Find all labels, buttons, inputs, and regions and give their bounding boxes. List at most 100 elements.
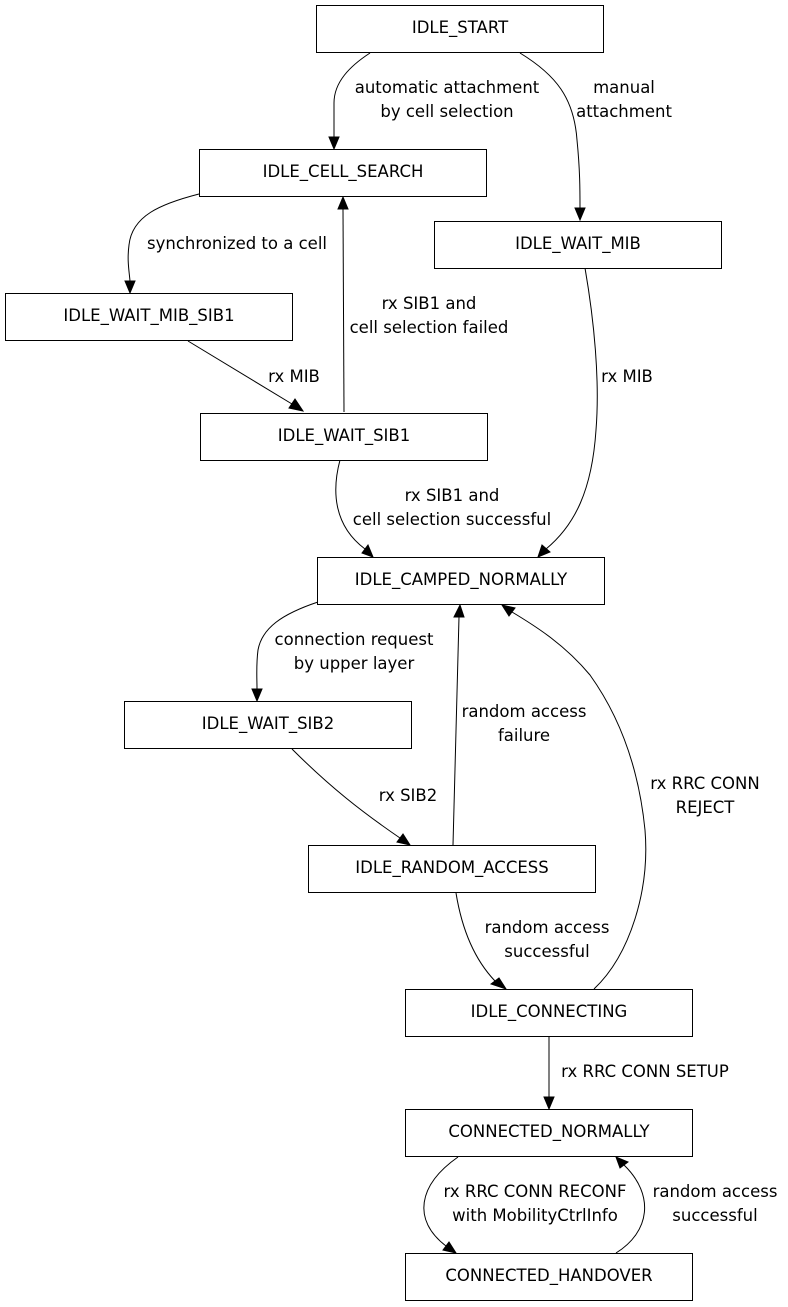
edge-label-line: attachment: [576, 102, 672, 121]
arrowhead: [442, 1241, 458, 1254]
edge-label-connected-to-handover: rx RRC CONN RECONF with MobilityCtrlInfo: [444, 1182, 627, 1225]
edge-line: [291, 748, 401, 839]
state-label: CONNECTED_HANDOVER: [445, 1266, 652, 1286]
edge-connecting-to-camped: [500, 604, 647, 990]
edge-label-line: automatic attachment: [355, 78, 540, 97]
state-label: IDLE_WAIT_SIB1: [278, 426, 411, 446]
state-box: [405, 1253, 693, 1301]
arrowhead: [615, 1156, 629, 1169]
state-connected-normally: CONNECTED_NORMALLY: [405, 1109, 693, 1157]
edge-label-line: REJECT: [676, 798, 736, 817]
state-box: [405, 989, 693, 1037]
state-idle-cell-search: IDLE_CELL_SEARCH: [199, 149, 487, 197]
edge-wait-sib2-to-random-access: [291, 748, 412, 846]
state-box: [308, 845, 596, 893]
edge-label-wait-sib2-to-random-access: rx SIB2: [379, 786, 438, 805]
edge-cell-search-to-wait-mib-sib1: [124, 193, 200, 295]
edge-label-wait-sib1-to-cell-search: rx SIB1 and cell selection failed: [350, 294, 509, 337]
edge-wait-sib1-to-cell-search: [337, 195, 349, 413]
edge-label-cell-search-to-wait-mib-sib1: synchronized to a cell: [147, 234, 327, 253]
edge-line: [335, 459, 366, 550]
edge-camped-to-wait-sib2: [251, 601, 319, 703]
edge-label-line: successful: [504, 942, 589, 961]
arrowhead: [288, 398, 305, 412]
edge-line: [342, 208, 345, 413]
edge-wait-mib-sib1-to-wait-sib1: [187, 340, 305, 412]
edge-label-random-access-to-connecting: random access successful: [485, 918, 610, 961]
edge-label-connecting-to-camped: rx RRC CONN REJECT: [650, 774, 759, 817]
state-box: [200, 413, 488, 461]
state-idle-camped-normally: IDLE_CAMPED_NORMALLY: [317, 557, 605, 605]
edge-wait-mib-to-camped: [537, 267, 598, 558]
edge-start-to-wait-mib: [519, 52, 586, 222]
arrowhead: [361, 544, 374, 558]
edge-line: [519, 52, 581, 209]
edge-random-access-to-connecting: [455, 892, 508, 990]
edge-label-start-to-cell-search: automatic attachment by cell selection: [355, 78, 540, 121]
edge-connecting-to-connected: [543, 1037, 555, 1111]
edge-label-line: cell selection successful: [353, 510, 551, 529]
arrowhead: [124, 280, 136, 295]
state-label: IDLE_START: [412, 18, 509, 38]
edge-line: [423, 1156, 459, 1247]
arrowhead: [489, 977, 508, 990]
edge-line: [615, 1164, 646, 1254]
state-label: IDLE_WAIT_MIB_SIB1: [63, 306, 234, 326]
edge-label-line: rx MIB: [601, 367, 653, 386]
state-connected-handover: CONNECTED_HANDOVER: [405, 1253, 693, 1301]
edge-start-to-cell-search: [328, 52, 371, 151]
state-label: CONNECTED_NORMALLY: [448, 1122, 650, 1142]
edge-label-line: rx RRC CONN SETUP: [561, 1062, 729, 1081]
edge-label-line: manual: [593, 78, 655, 97]
edge-line: [127, 193, 200, 282]
arrowhead: [500, 604, 516, 617]
state-box: [5, 293, 293, 341]
state-box: [405, 1109, 693, 1157]
edge-line: [256, 601, 319, 690]
edge-wait-sib1-to-camped: [335, 459, 374, 558]
edge-random-access-to-camped: [452, 603, 465, 846]
state-box: [124, 701, 412, 749]
state-label: IDLE_RANDOM_ACCESS: [355, 858, 548, 878]
state-label: IDLE_CELL_SEARCH: [263, 162, 424, 182]
edge-label-line: rx RRC CONN RECONF: [444, 1182, 627, 1201]
edge-handover-to-connected: [615, 1156, 646, 1254]
arrowhead: [251, 688, 263, 703]
edge-line: [511, 611, 647, 990]
edge-label-line: successful: [672, 1206, 757, 1225]
state-label: IDLE_CAMPED_NORMALLY: [355, 570, 568, 590]
arrowhead: [537, 544, 551, 558]
state-idle-wait-sib2: IDLE_WAIT_SIB2: [124, 701, 412, 749]
edge-label-line: rx SIB1 and: [382, 294, 477, 313]
edge-label-line: by upper layer: [294, 654, 415, 673]
state-idle-connecting: IDLE_CONNECTING: [405, 989, 693, 1037]
edge-label-wait-mib-sib1-to-wait-sib1: rx MIB: [268, 367, 320, 386]
state-label: IDLE_WAIT_SIB2: [202, 714, 335, 734]
edge-label-line: rx MIB: [268, 367, 320, 386]
arrowhead: [574, 207, 586, 222]
edge-label-line: random access: [485, 918, 610, 937]
edge-label-line: rx SIB2: [379, 786, 438, 805]
arrowhead: [337, 195, 349, 210]
state-box: [199, 149, 487, 197]
edge-label-line: by cell selection: [380, 102, 513, 121]
edge-label-line: with MobilityCtrlInfo: [452, 1206, 618, 1225]
edge-label-line: failure: [498, 726, 550, 745]
edge-label-start-to-wait-mib: manual attachment: [576, 78, 672, 121]
edge-line: [455, 892, 496, 982]
state-idle-wait-mib-sib1: IDLE_WAIT_MIB_SIB1: [5, 293, 293, 341]
edge-label-line: random access: [653, 1182, 778, 1201]
edge-line: [452, 616, 460, 846]
edge-label-wait-mib-to-camped: rx MIB: [601, 367, 653, 386]
edge-label-line: connection request: [275, 630, 434, 649]
edge-line: [187, 340, 293, 405]
edge-label-line: synchronized to a cell: [147, 234, 327, 253]
arrowhead: [328, 136, 340, 151]
state-box: [434, 221, 722, 269]
arrowhead: [396, 833, 412, 846]
edge-line: [333, 52, 371, 137]
state-label: IDLE_CONNECTING: [471, 1002, 628, 1022]
edge-label-connecting-to-connected: rx RRC CONN SETUP: [561, 1062, 729, 1081]
state-label: IDLE_WAIT_MIB: [515, 234, 641, 254]
